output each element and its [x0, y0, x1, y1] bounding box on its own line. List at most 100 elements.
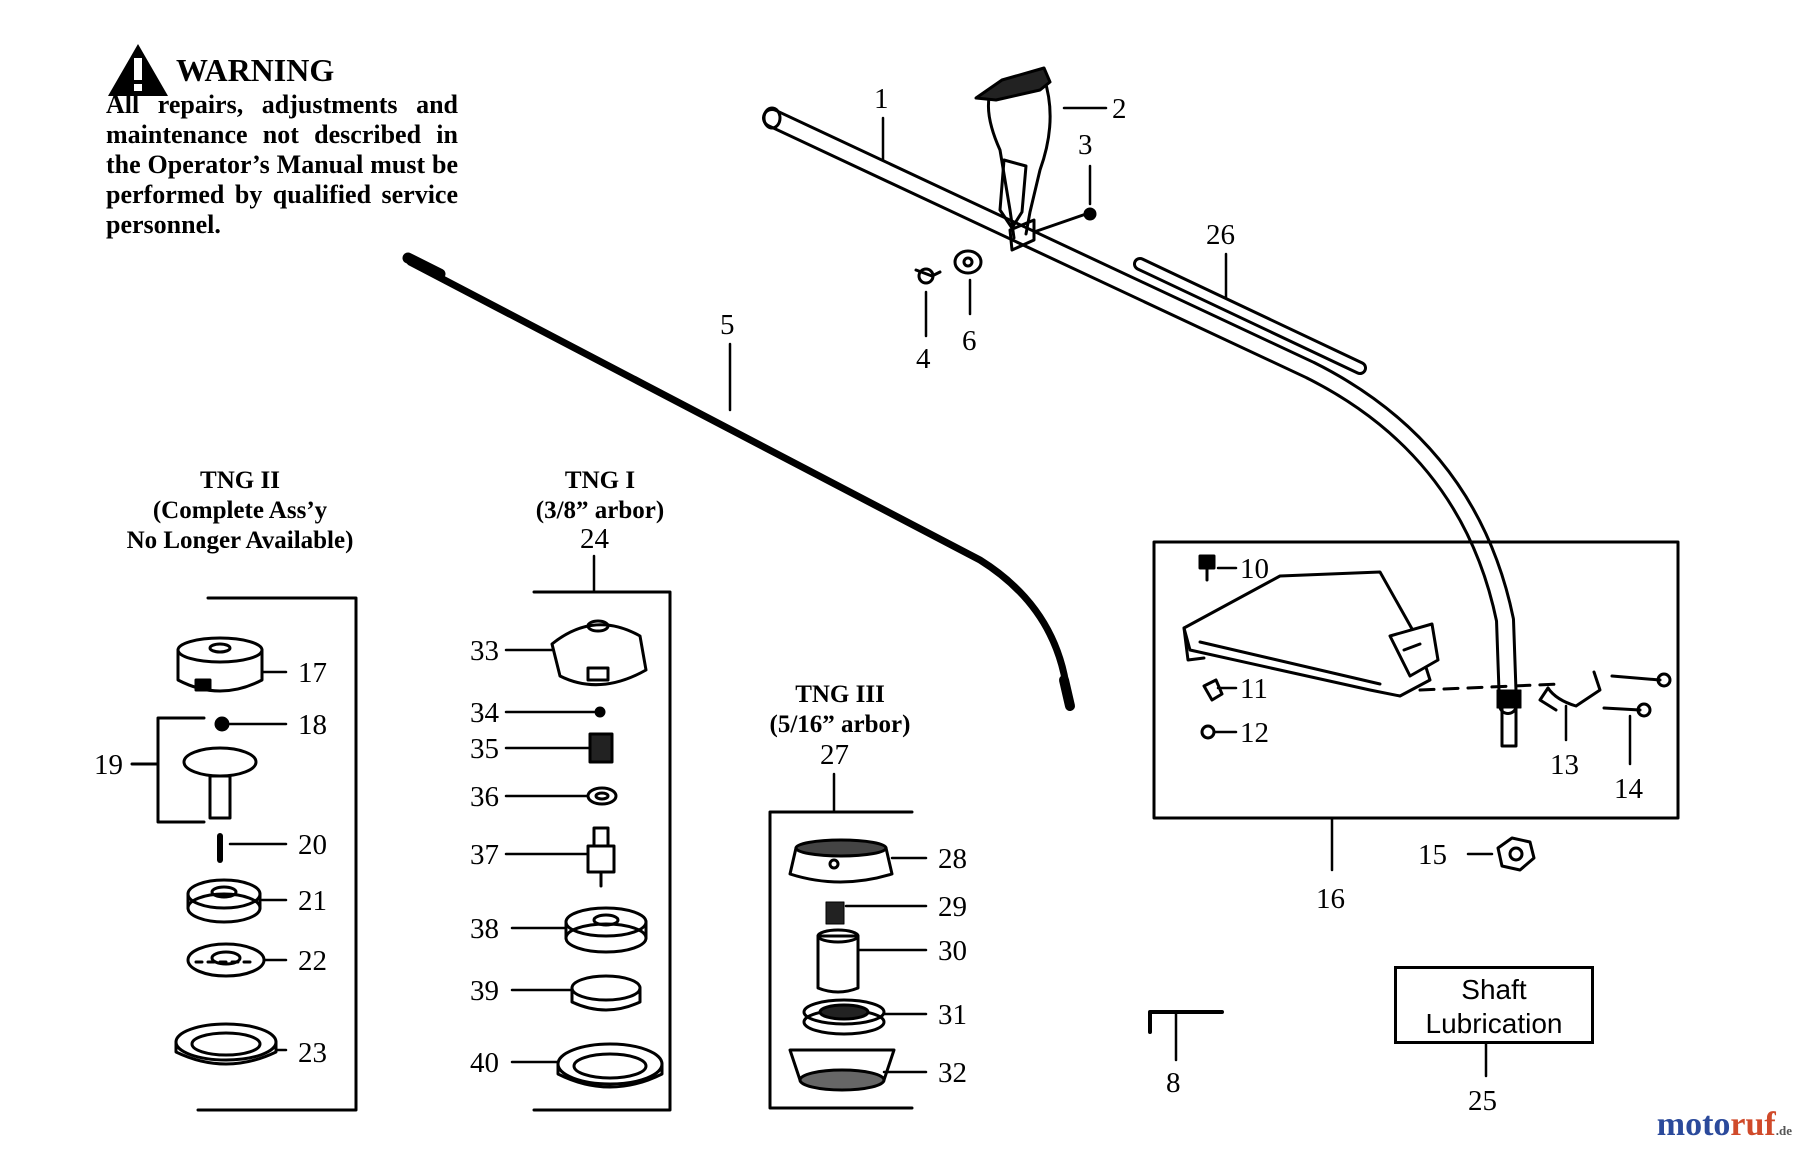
- callout-35: 35: [470, 733, 499, 765]
- callout-40: 40: [470, 1047, 499, 1079]
- callout-5: 5: [720, 309, 735, 341]
- warning-triangle-icon: [108, 44, 168, 96]
- callout-17: 17: [298, 657, 327, 689]
- lubrication-line-2: Lubrication: [1425, 1008, 1563, 1039]
- callout-26: 26: [1206, 219, 1235, 251]
- callout-19: 19: [94, 749, 123, 781]
- callout-29: 29: [938, 891, 967, 923]
- tng1-spool: [564, 906, 648, 954]
- flex-drive-cable: [402, 252, 1075, 711]
- tng2-header: TNG II (Complete Ass’y No Longer Availab…: [90, 466, 390, 556]
- tng3-spring: [825, 901, 845, 925]
- shield-clamp: [1538, 670, 1602, 712]
- brand-logo: motoruf.de: [1657, 1106, 1792, 1144]
- warning-block: WARNING All repairs, adjustments and mai…: [106, 44, 458, 240]
- callout-20: 20: [298, 829, 327, 861]
- tng2-plate: [182, 746, 258, 820]
- callout-3: 3: [1078, 129, 1093, 161]
- debris-shield: [1182, 570, 1562, 698]
- shaft-lubrication-box: Shaft Lubrication: [1394, 966, 1594, 1044]
- callout-24: 24: [580, 523, 610, 555]
- tng1-frame: [532, 590, 672, 1112]
- tng2-frame: [196, 596, 358, 1112]
- shield-bolt: [1198, 554, 1216, 582]
- tng1-washer: [586, 786, 618, 806]
- tng3-title: TNG III: [795, 681, 885, 708]
- brand-part-a: moto: [1656, 1106, 1731, 1143]
- tng1-title: TNG I: [564, 467, 636, 494]
- wing-nut: [914, 267, 942, 285]
- callout-28: 28: [938, 843, 967, 875]
- tng2-spool: [186, 878, 262, 924]
- callout-33: 33: [470, 635, 499, 667]
- callout-31: 31: [938, 999, 967, 1031]
- callout-8: 8: [1166, 1067, 1181, 1099]
- callout-37: 37: [470, 839, 499, 871]
- callout-22: 22: [298, 945, 327, 977]
- callout-38: 38: [470, 913, 499, 945]
- callout-18: 18: [298, 709, 327, 741]
- tng2-title: TNG II: [200, 467, 280, 494]
- callout-1: 1: [874, 83, 889, 115]
- callout-25: 25: [1468, 1085, 1497, 1117]
- callout-39: 39: [470, 975, 499, 1007]
- tng2-subtitle-2: No Longer Available): [126, 527, 354, 554]
- warning-text: All repairs, adjustments and maintenance…: [106, 90, 458, 239]
- tng1-retainer: [570, 974, 642, 1012]
- tng2-housing: [174, 1022, 278, 1066]
- shaft-cover: [1133, 257, 1367, 375]
- callout-21: 21: [298, 885, 327, 917]
- washer: [953, 249, 983, 275]
- callout-11: 11: [1240, 673, 1268, 705]
- callout-32: 32: [938, 1057, 967, 1089]
- debris-shield-box: [1152, 540, 1680, 820]
- callout-15: 15: [1418, 839, 1447, 871]
- tng3-spool: [802, 998, 886, 1036]
- brand-suffix: .de: [1775, 1123, 1792, 1138]
- callout-6: 6: [962, 325, 977, 357]
- tng3-cap: [788, 838, 894, 884]
- tng2-subtitle-1: (Complete Ass’y: [152, 497, 328, 524]
- shield-clip: [1202, 678, 1224, 702]
- tng1-ball: [594, 706, 606, 718]
- hex-key: [1148, 1010, 1224, 1034]
- callout-2: 2: [1112, 93, 1127, 125]
- tng3-arbor: [816, 928, 860, 994]
- assist-handle: [974, 66, 1052, 252]
- callout-14: 14: [1614, 773, 1644, 805]
- callout-4: 4: [916, 343, 931, 375]
- callout-34: 34: [470, 697, 500, 729]
- callout-36: 36: [470, 781, 499, 813]
- tng1-spring: [588, 732, 614, 764]
- callout-12: 12: [1240, 717, 1269, 749]
- tng2-cap: [176, 636, 264, 693]
- callout-16: 16: [1316, 883, 1345, 915]
- clamp-bolts: [1602, 672, 1672, 718]
- tng1-subtitle: (3/8” arbor): [535, 497, 665, 524]
- tng3-housing: [788, 1048, 896, 1092]
- tng2-retainer: [186, 942, 266, 978]
- tng3-subtitle: (5/16” arbor): [769, 711, 911, 738]
- brand-part-b: ruf: [1730, 1106, 1776, 1143]
- tng1-arbor: [586, 826, 616, 888]
- tng3-frame: [768, 810, 914, 1110]
- tng3-header: TNG III (5/16” arbor): [740, 680, 940, 740]
- tng2-ball: [214, 716, 230, 732]
- callout-23: 23: [298, 1037, 327, 1069]
- tng1-header: TNG I (3/8” arbor): [500, 466, 700, 526]
- lubrication-line-1: Shaft: [1461, 974, 1527, 1005]
- handle-screw: [1032, 207, 1097, 234]
- tng1-housing: [556, 1042, 664, 1089]
- tng1-cap: [550, 619, 648, 687]
- warning-title: WARNING: [176, 52, 335, 88]
- drive-shaft-tube: [762, 106, 1522, 748]
- callout-27: 27: [820, 739, 849, 771]
- callout-10: 10: [1240, 553, 1269, 585]
- callout-30: 30: [938, 935, 967, 967]
- hex-nut: [1496, 836, 1536, 872]
- leader-lines: [228, 106, 1632, 1078]
- shield-nut: [1200, 724, 1216, 740]
- part19-bracket: [156, 716, 206, 824]
- callout-13: 13: [1550, 749, 1579, 781]
